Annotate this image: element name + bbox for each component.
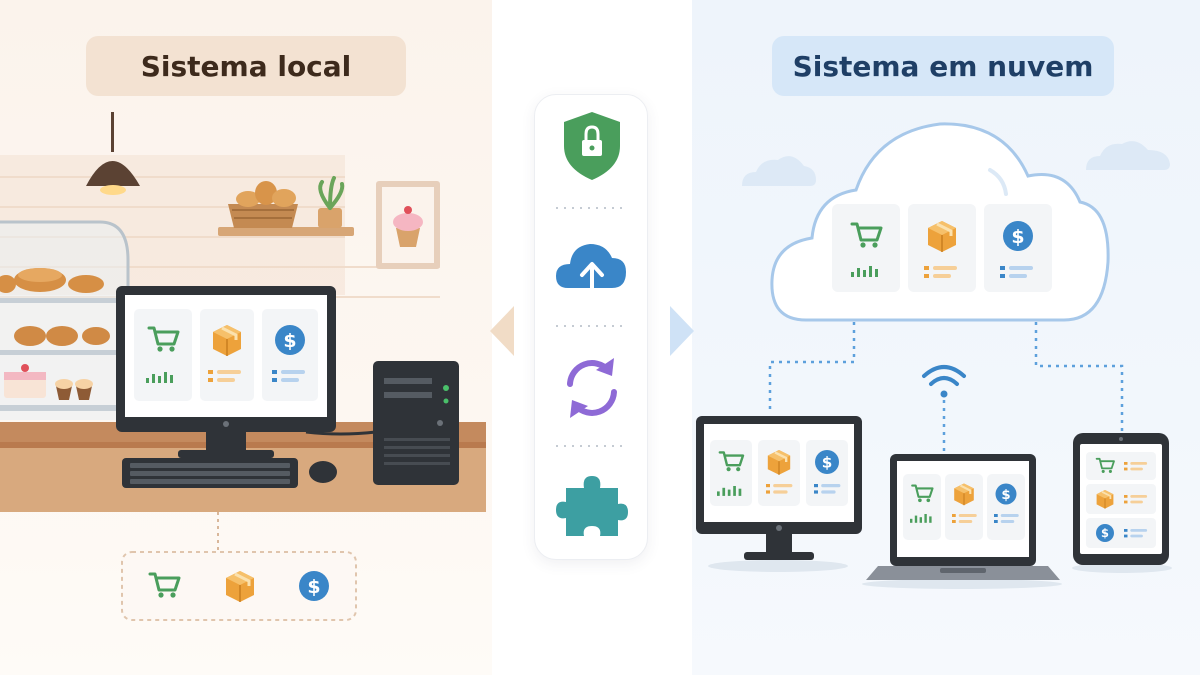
- background-clouds: [742, 141, 1170, 186]
- cloud-laptop: [862, 454, 1062, 589]
- shield-lock-icon: [564, 112, 620, 180]
- local-server-tower: [305, 361, 459, 485]
- dollar-icon: [299, 571, 329, 601]
- arrow-right-icon: [670, 306, 694, 356]
- dollar-icon: [1003, 221, 1033, 251]
- cloud-system-title: Sistema em nuvem: [772, 36, 1114, 96]
- mouse: [309, 461, 337, 483]
- keyboard: [122, 458, 298, 488]
- cloud-desktop-monitor: [696, 416, 862, 572]
- local-system-title: Sistema local: [86, 36, 406, 96]
- cupcake-picture: [376, 181, 440, 269]
- arrow-left-icon: [490, 306, 514, 356]
- dollar-icon: [275, 325, 305, 355]
- pastry-display-case: [0, 220, 130, 420]
- wifi-icon: [922, 365, 966, 398]
- puzzle-icon: [556, 476, 628, 536]
- local-apps-box: [121, 512, 357, 621]
- cloud-tablet: [1072, 433, 1172, 573]
- cloud-shape: [770, 122, 1110, 322]
- local-monitor: [116, 286, 336, 458]
- wall-shelf: [218, 176, 354, 236]
- cloud-connectors: [768, 322, 1124, 452]
- lamp-icon: [86, 112, 140, 195]
- cloud-upload-icon: [556, 244, 626, 290]
- sync-icon: [567, 358, 617, 418]
